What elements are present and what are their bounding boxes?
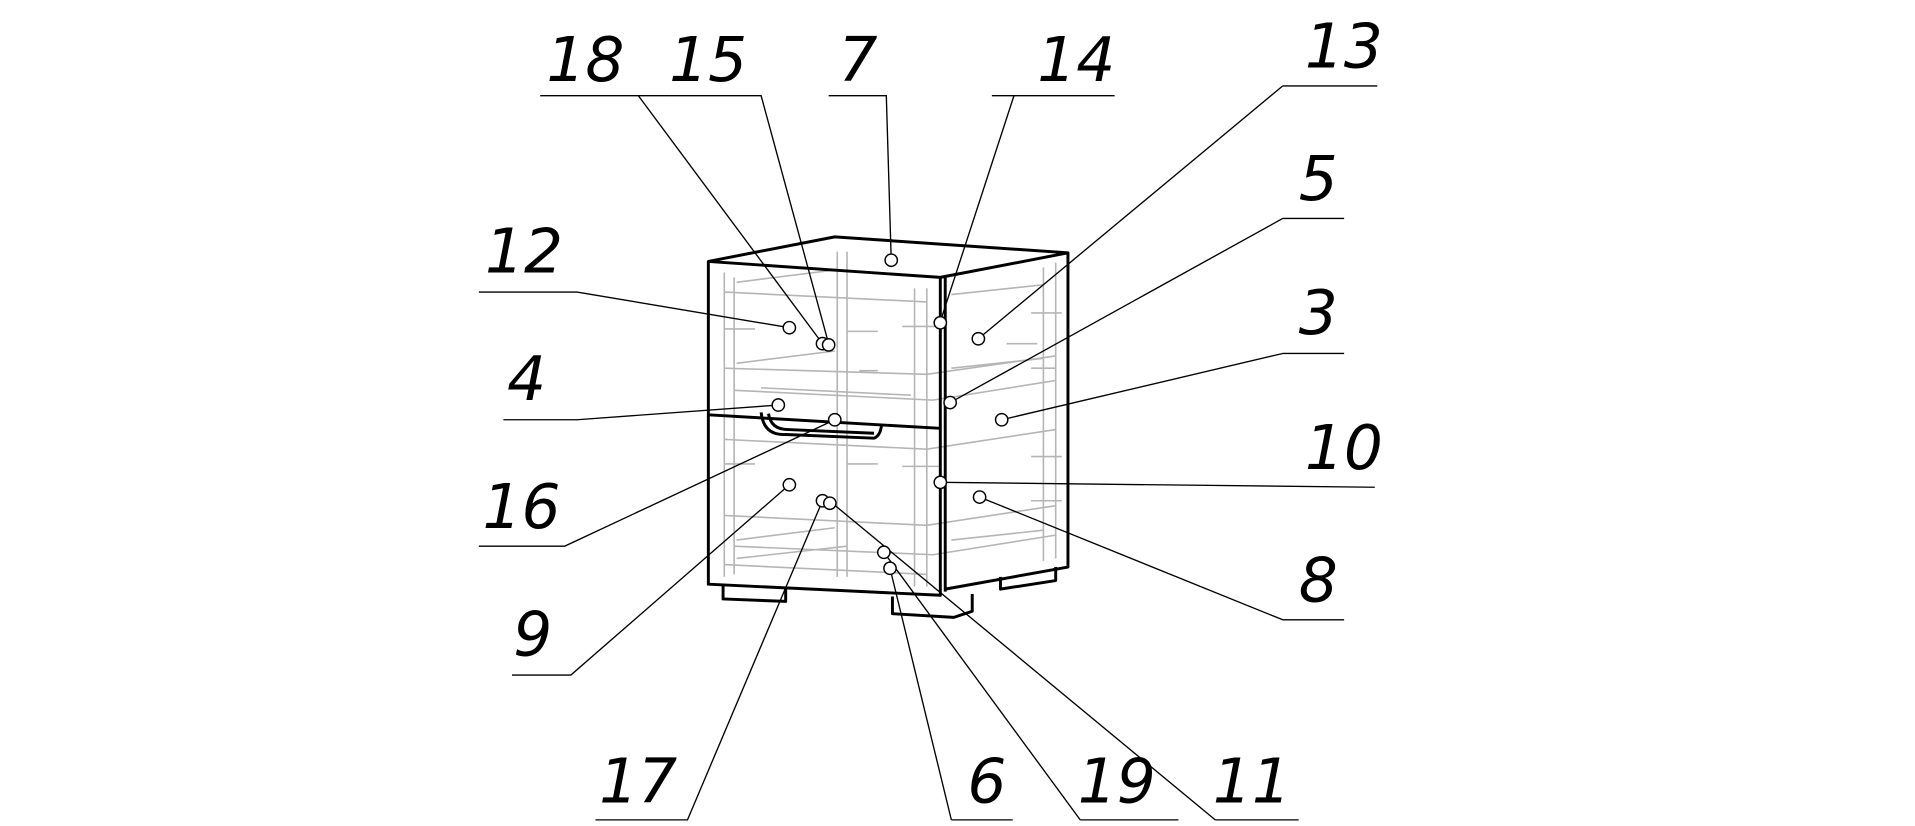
callout-8: 8 [1299, 545, 1338, 616]
callout-4: 4 [507, 344, 546, 415]
callout-17: 17 [599, 747, 677, 818]
leader-lines [478, 85, 1378, 821]
callout-12: 12 [485, 216, 563, 287]
callout-18: 18 [546, 25, 624, 96]
cabinet-outline [706, 235, 1070, 619]
callout-6: 6 [967, 747, 1006, 818]
callout-16: 16 [483, 472, 561, 543]
callout-markers [771, 253, 1009, 576]
callout-labels: 18 15 7 14 13 5 3 10 8 12 4 16 9 17 6 19… [483, 12, 1383, 818]
callout-14: 14 [1037, 25, 1115, 96]
callout-3: 3 [1299, 278, 1338, 349]
callout-10: 10 [1305, 413, 1383, 484]
callout-7: 7 [838, 25, 877, 96]
callout-13: 13 [1305, 12, 1383, 83]
callout-5: 5 [1299, 144, 1338, 215]
callout-19: 19 [1078, 747, 1156, 818]
callout-9: 9 [513, 599, 552, 670]
callout-15: 15 [669, 25, 747, 96]
callout-11: 11 [1213, 747, 1291, 818]
